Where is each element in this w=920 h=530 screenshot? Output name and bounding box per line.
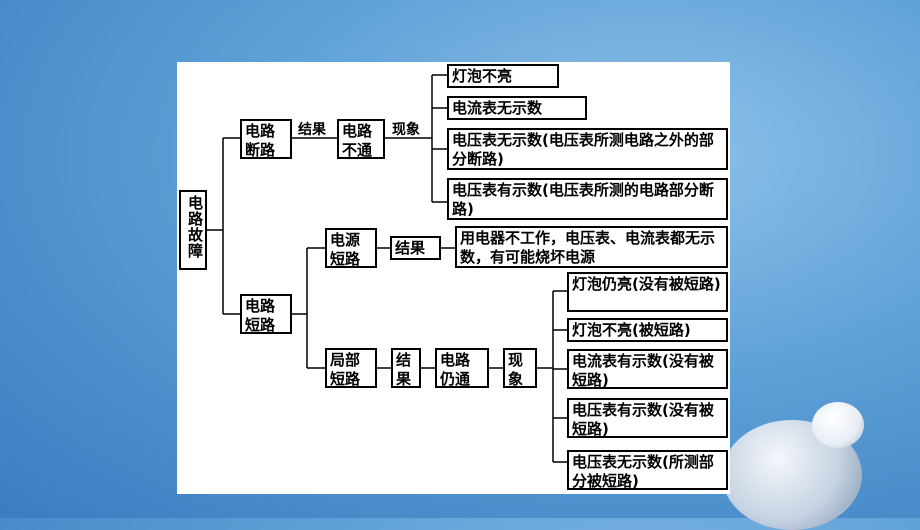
local-phenomena-box: 现象 [503, 348, 537, 388]
connector-lines [207, 74, 567, 463]
local-item-box: 电压表无示数(所测部分被短路) [567, 450, 728, 490]
short-circuit-box: 电路短路 [240, 294, 292, 334]
open-phenomena-label: 现象 [392, 122, 420, 138]
open-item-box: 灯泡不亮 [447, 64, 559, 88]
open-result-label: 结果 [298, 122, 326, 138]
local-result-box: 电路仍通 [435, 348, 489, 388]
root-box: 电路故障 [179, 190, 207, 270]
power-result-text: 用电器不工作，电压表、电流表都无示数，有可能烧坏电源 [455, 226, 728, 268]
power-result-box: 结果 [390, 236, 441, 260]
open-item-box: 电压表有示数(电压表所测的电路部分断路) [447, 178, 728, 220]
local-item-box: 电流表有示数(没有被短路) [567, 349, 728, 389]
diagram-panel: 电路故障 电路断路 结果 电路不通 现象 灯泡不亮 电流表无示数 电压表无示数(… [177, 62, 730, 494]
open-result-box: 电路不通 [337, 119, 385, 159]
local-item-box: 灯泡仍亮(没有被短路) [567, 272, 728, 312]
open-item-box: 电压表无示数(电压表所测电路之外的部分断路) [447, 128, 728, 170]
power-short-box: 电源短路 [325, 228, 377, 268]
local-item-box: 灯泡不亮(被短路) [567, 318, 728, 342]
local-short-box: 局部短路 [325, 348, 377, 388]
open-circuit-box: 电路断路 [240, 119, 292, 159]
open-item-box: 电流表无示数 [447, 96, 587, 120]
local-item-box: 电压表有示数(没有被短路) [567, 398, 728, 438]
decorative-egg-small [812, 402, 864, 448]
local-result-label-box: 结果 [391, 348, 421, 388]
